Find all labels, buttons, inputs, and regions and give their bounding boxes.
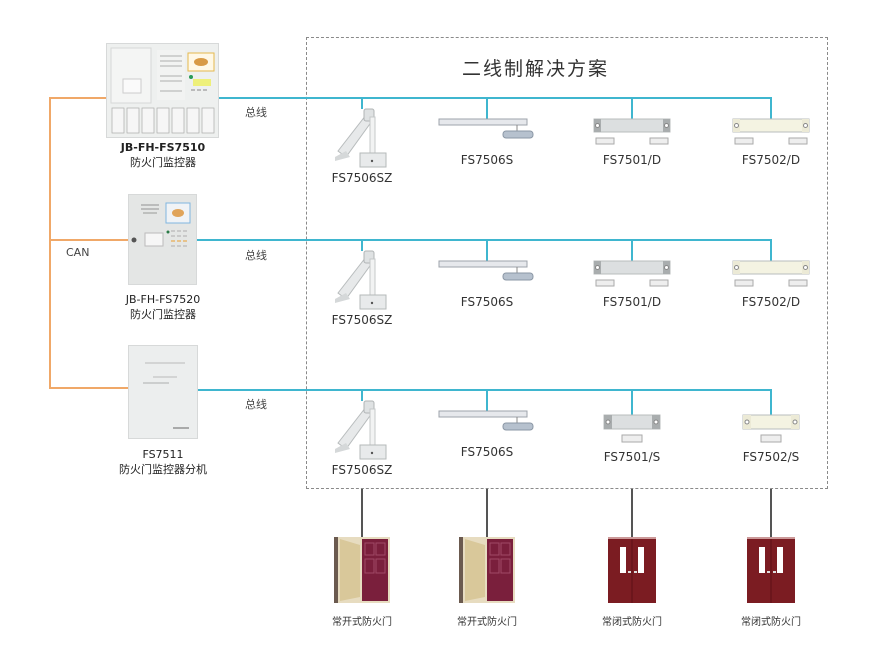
single-magnet-sensor-icon bbox=[602, 413, 662, 451]
bus-drop bbox=[631, 389, 633, 415]
door-closer-arm-icon bbox=[437, 407, 537, 447]
device-label: FS7506SZ bbox=[331, 171, 393, 185]
device-label: FS7506S bbox=[460, 153, 514, 167]
bus-drop bbox=[361, 97, 363, 109]
double-magnet-sensor-icon bbox=[592, 259, 672, 295]
can-branch-line-2 bbox=[49, 239, 129, 241]
double-magnet-sensor-beige-icon bbox=[731, 117, 811, 153]
normally-open-fire-door-icon bbox=[459, 537, 515, 607]
device-label: FS7502/D bbox=[741, 295, 801, 309]
normally-closed-fire-door-icon bbox=[747, 537, 795, 607]
single-magnet-sensor-beige-icon bbox=[741, 413, 801, 451]
controller-model: JB-FH-FS7520 bbox=[125, 293, 201, 306]
can-branch-line-1 bbox=[49, 97, 106, 99]
bus-label-1: 总线 bbox=[245, 106, 267, 119]
bus-drop bbox=[770, 239, 772, 263]
bus-drop bbox=[770, 97, 772, 121]
controller-name: 防火门监控器 bbox=[130, 308, 196, 321]
bus-drop bbox=[361, 389, 363, 401]
device-label: FS7502/D bbox=[741, 153, 801, 167]
controller-label-fs7511: FS7511 防火门监控器分机 bbox=[90, 447, 236, 477]
controller-name: 防火门监控器分机 bbox=[119, 463, 207, 476]
device-fs7501-s bbox=[602, 413, 662, 451]
controller-panel-icon bbox=[110, 47, 215, 134]
bus-drop bbox=[486, 97, 488, 123]
device-fs7506sz bbox=[332, 397, 392, 466]
controller-fs7511 bbox=[128, 345, 198, 439]
bus-drop bbox=[770, 389, 772, 415]
door-link-line bbox=[361, 489, 363, 537]
double-magnet-sensor-icon bbox=[592, 117, 672, 153]
device-fs7502-d bbox=[731, 117, 811, 153]
device-label: FS7502/S bbox=[742, 450, 800, 464]
door-closer-bracket-icon bbox=[332, 247, 392, 316]
device-fs7506s bbox=[437, 257, 537, 297]
bus-line-3 bbox=[198, 389, 772, 391]
door-link-line bbox=[486, 489, 488, 537]
can-trunk-line bbox=[49, 97, 51, 388]
controller-model: JB-FH-FS7510 bbox=[120, 141, 206, 154]
device-label: FS7501/D bbox=[602, 153, 662, 167]
door-link-line bbox=[770, 489, 772, 537]
bus-drop bbox=[486, 239, 488, 265]
controller-model: FS7511 bbox=[142, 448, 184, 461]
solution-boundary bbox=[306, 37, 828, 489]
door-closer-arm-icon bbox=[437, 257, 537, 297]
door-label: 常闭式防火门 bbox=[741, 617, 801, 628]
double-magnet-sensor-beige-icon bbox=[731, 259, 811, 295]
controller-panel-icon bbox=[131, 202, 191, 247]
controller-label-fs7510: JB-FH-FS7510 防火门监控器 bbox=[100, 140, 226, 170]
bus-drop bbox=[631, 97, 633, 121]
bus-drop bbox=[631, 239, 633, 263]
device-label: FS7506SZ bbox=[331, 463, 393, 477]
device-fs7502-s bbox=[741, 413, 801, 451]
device-fs7501-d bbox=[592, 259, 672, 295]
door-label: 常开式防火门 bbox=[332, 617, 392, 628]
controller-fs7520 bbox=[128, 194, 197, 285]
device-label: FS7506S bbox=[460, 445, 514, 459]
bus-drop bbox=[361, 239, 363, 251]
device-label: FS7506S bbox=[460, 295, 514, 309]
device-fs7501-d bbox=[592, 117, 672, 153]
bus-line-1 bbox=[219, 97, 772, 99]
device-label: FS7501/S bbox=[603, 450, 661, 464]
can-label: CAN bbox=[66, 246, 90, 259]
door-label: 常开式防火门 bbox=[457, 617, 517, 628]
controller-name: 防火门监控器 bbox=[130, 156, 196, 169]
device-fs7506sz bbox=[332, 247, 392, 316]
door-label: 常闭式防火门 bbox=[602, 617, 662, 628]
device-label: FS7501/D bbox=[602, 295, 662, 309]
normally-closed-fire-door-icon bbox=[608, 537, 656, 607]
diagram-title: 二线制解决方案 bbox=[462, 58, 610, 80]
controller-fs7510 bbox=[106, 43, 219, 138]
controller-label-fs7520: JB-FH-FS7520 防火门监控器 bbox=[100, 292, 226, 322]
bus-label-2: 总线 bbox=[245, 249, 267, 262]
door-closer-bracket-icon bbox=[332, 397, 392, 466]
device-label: FS7506SZ bbox=[331, 313, 393, 327]
door-closer-arm-icon bbox=[437, 115, 537, 155]
door-link-line bbox=[631, 489, 633, 537]
bus-label-3: 总线 bbox=[245, 398, 267, 411]
controller-panel-icon bbox=[143, 362, 189, 429]
bus-line-2 bbox=[197, 239, 772, 241]
device-fs7506s bbox=[437, 407, 537, 447]
door-closer-bracket-icon bbox=[332, 105, 392, 174]
device-fs7506s bbox=[437, 115, 537, 155]
bus-drop bbox=[486, 389, 488, 415]
device-fs7502-d bbox=[731, 259, 811, 295]
device-fs7506sz bbox=[332, 105, 392, 174]
normally-open-fire-door-icon bbox=[334, 537, 390, 607]
can-branch-line-3 bbox=[49, 387, 129, 389]
